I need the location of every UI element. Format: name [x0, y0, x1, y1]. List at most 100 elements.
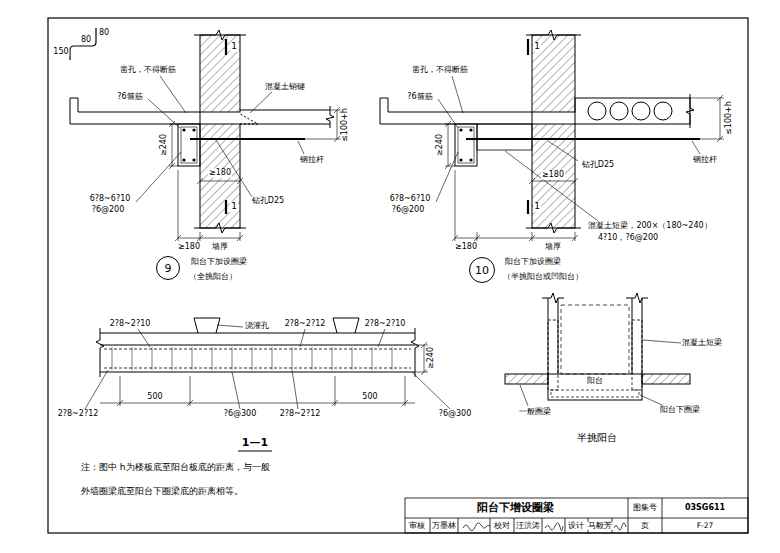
annotation-text: ?6@300	[223, 410, 258, 419]
leader-line	[520, 340, 681, 406]
stirrup	[112, 347, 392, 370]
balcony	[548, 374, 642, 400]
slab-and-beam	[100, 333, 415, 372]
annotation-text: ≥240	[436, 133, 445, 157]
section-mark	[225, 39, 227, 214]
section-mark	[527, 39, 529, 214]
leader-line	[436, 76, 700, 221]
leader-line	[640, 395, 662, 405]
section-1-1-drawing	[85, 318, 450, 451]
dimension-line	[100, 376, 415, 406]
annotation-text: 2?8~2?12	[284, 320, 327, 329]
annotation-text: 阳台	[586, 377, 604, 386]
title-block-text: 审核	[408, 522, 426, 530]
annotation-text: 1	[230, 202, 238, 212]
rebar-dot	[459, 128, 472, 161]
detail-9-drawing	[70, 28, 341, 241]
wall	[548, 298, 642, 374]
rebar-dot	[459, 128, 462, 131]
annotation-text: ?6箍筋	[406, 93, 433, 102]
detail-10-drawing	[380, 30, 724, 241]
view-title: 1—1	[241, 437, 269, 449]
stirrup	[181, 127, 197, 163]
leader-line	[292, 370, 298, 409]
break-line	[526, 30, 581, 40]
annotation-text: 钢拉杆	[692, 156, 718, 165]
title-block	[405, 498, 748, 533]
view-title: 阳台下加设圈梁	[190, 258, 248, 267]
dimension-line	[445, 95, 724, 241]
annotation-text: ?6@200	[91, 206, 126, 215]
title-block-text: 03SG611	[684, 504, 726, 513]
title-block-text: F-27	[696, 522, 715, 530]
callout-number: 9	[165, 263, 172, 274]
slab-hollow	[610, 102, 628, 120]
annotation-text: 1	[533, 202, 541, 212]
balcony-ring-beam	[551, 390, 639, 397]
wall	[532, 35, 575, 112]
leader-line	[692, 141, 700, 154]
rebar	[104, 349, 411, 350]
title-block-text: 设计	[567, 522, 585, 530]
short-beam	[632, 320, 642, 390]
annotation-text: 一般圈梁	[518, 408, 552, 417]
sheet-frame	[48, 18, 748, 533]
title-block	[405, 498, 748, 533]
annotation-text: ?6箍筋	[116, 93, 143, 102]
leader-line	[548, 141, 578, 161]
view-title-underline	[238, 450, 272, 451]
title-block	[628, 498, 629, 533]
steel-tie-rod	[466, 138, 700, 140]
annotation-text: ≤100+h	[725, 100, 734, 136]
annotation-text: 混凝土销键	[264, 83, 306, 92]
half-balcony-plan	[505, 293, 690, 406]
floor-slab	[240, 110, 330, 124]
signature	[463, 523, 490, 531]
leader-line	[148, 99, 180, 128]
dimension-line	[305, 107, 341, 142]
annotation-text: 凿孔，不得断筋	[119, 66, 177, 75]
leader-line	[452, 76, 463, 113]
view-title: 半挑阳台	[576, 432, 618, 443]
view-title: （半挑阳台或凹阳台）	[502, 273, 584, 282]
break-line	[542, 293, 564, 303]
annotation-text: ≥180	[177, 243, 201, 252]
annotation-text: 阳台下圈梁	[659, 406, 701, 415]
title-block-text: 汪洪涛	[515, 522, 541, 530]
annotation-text: 2?8~2?10	[364, 320, 407, 329]
ring-beam	[505, 374, 548, 384]
leader-line	[217, 325, 243, 327]
title-block	[662, 498, 663, 533]
leader-line	[520, 385, 528, 406]
annotation-text: 墙厚	[211, 243, 229, 252]
slab-hollow	[588, 102, 672, 120]
annotation-text: 4?10，?6@200	[597, 234, 659, 243]
dimension-line	[452, 170, 578, 241]
hollow-floor-slab	[575, 98, 690, 124]
annotation-text: ≥180	[208, 169, 232, 178]
section-mark	[527, 200, 529, 214]
stirrup	[458, 127, 474, 163]
break-line	[96, 328, 104, 377]
break-line	[626, 293, 648, 303]
balcony-slab	[380, 98, 532, 124]
annotation-text: 钻孔D25	[251, 197, 285, 206]
leader-line	[643, 340, 681, 343]
annotation-text: 墙厚	[544, 243, 562, 252]
ring-beam	[642, 374, 690, 384]
annotation-text: 80	[80, 36, 92, 45]
note-text: 注：图中 h为楼板底至阳台板底的距离，与一般 外墙圈梁底至阳台下圈梁底的距离相等…	[80, 455, 347, 503]
annotation-text: 1	[533, 42, 541, 52]
title-block-text: 页	[640, 522, 650, 530]
callout-circle: 9	[156, 256, 180, 280]
break-line	[194, 223, 246, 233]
leader-line	[136, 152, 181, 202]
title-block	[405, 518, 748, 519]
annotation-text: 混凝土短梁，200×（180~240）	[587, 222, 712, 231]
signature	[614, 523, 626, 530]
leader-line	[378, 329, 385, 347]
rebar-dot	[182, 158, 185, 161]
annotation-text: 凿孔，不得断筋	[411, 66, 469, 75]
title-block-text: 校对	[493, 522, 511, 530]
